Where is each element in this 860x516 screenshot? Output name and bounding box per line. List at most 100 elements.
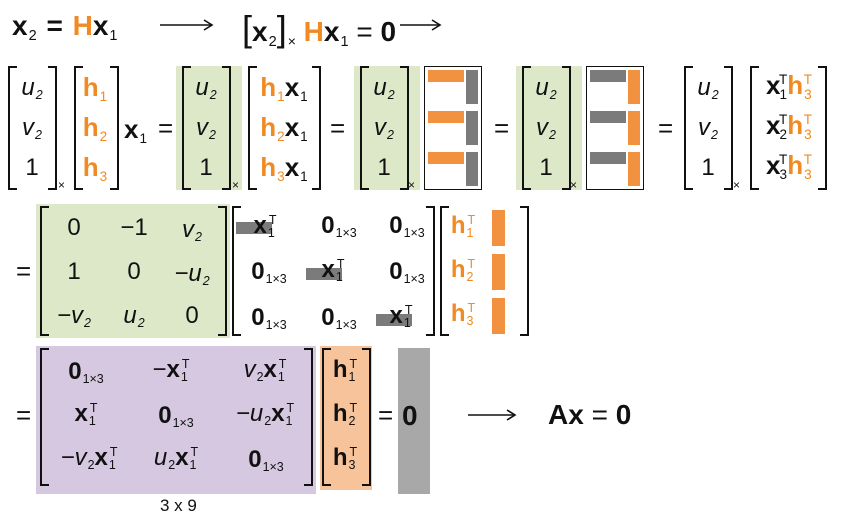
a33: 01×3: [248, 446, 284, 475]
m23: −u2: [174, 260, 210, 289]
bracket-left: [322, 348, 331, 486]
gray-bar: [306, 268, 342, 280]
v2: v2: [22, 114, 42, 143]
cross-sub: ×: [733, 178, 741, 192]
a13: v2x1T: [243, 356, 287, 385]
orange-bar: [492, 254, 505, 290]
zero-1x3: 01×3: [389, 212, 425, 241]
h1t: h1T: [332, 356, 358, 385]
bracket-right: [400, 66, 409, 190]
bracket-right: [562, 66, 571, 190]
bracket-right: [362, 348, 371, 486]
cross-sub: ×: [58, 178, 66, 192]
orange-bar: [628, 70, 640, 104]
orange-bar: [492, 210, 505, 246]
x2t-h3t: x2Th3T: [766, 110, 812, 142]
a32: u2x1T: [153, 444, 199, 473]
bracket-right: [818, 66, 827, 190]
orange-bar: [428, 70, 464, 82]
eq-cross-x2-hx1: [x2]× Hx1 = 0: [242, 8, 397, 51]
zero-1x3: 01×3: [389, 258, 425, 287]
bracket-right: [724, 66, 733, 190]
u2: u2: [373, 74, 395, 103]
h1t: h1T: [450, 212, 476, 241]
equals: =: [16, 256, 32, 286]
equals: =: [16, 400, 32, 430]
equals: =: [494, 113, 510, 143]
zero-1x3: 01×3: [321, 304, 357, 333]
m31: −v2: [57, 302, 91, 331]
u2: u2: [535, 74, 557, 103]
v2: v2: [536, 114, 556, 143]
gray-bar: [466, 70, 478, 104]
cross-sub: ×: [408, 178, 416, 192]
gray-bar: [590, 152, 626, 164]
gray-bar: [236, 222, 272, 234]
bracket-right: [222, 66, 231, 190]
bracket-left: [182, 66, 191, 190]
bracket-left: [248, 66, 257, 190]
h3t: h3T: [450, 300, 476, 329]
bracket-right: [426, 206, 435, 336]
m12: −1: [120, 214, 148, 241]
bracket-left: [232, 206, 241, 336]
u2: u2: [697, 74, 719, 103]
gray-bar: [590, 111, 626, 123]
equals: =: [378, 400, 394, 430]
ax-eq-zero: Ax = 0: [548, 399, 632, 430]
a23: −u2x1T: [235, 400, 295, 429]
a22: 01×3: [158, 402, 194, 431]
orange-bar: [628, 111, 640, 145]
cross-sub: ×: [232, 178, 240, 192]
bracket-right: [312, 66, 321, 190]
zero: 0: [402, 400, 418, 431]
one: 1: [539, 154, 553, 181]
eq-x2-hx1: x2 = Hx1: [12, 10, 118, 45]
gray-zero-block: [398, 348, 430, 494]
h3: h3: [82, 152, 108, 184]
h2: h2: [82, 112, 108, 144]
v2: v2: [196, 114, 216, 143]
v2: v2: [698, 114, 718, 143]
bracket-left: [40, 348, 49, 486]
h2t: h2T: [450, 256, 476, 285]
bracket-left: [8, 66, 17, 190]
one: 1: [199, 154, 213, 181]
m11: 0: [67, 214, 81, 241]
x1t: x1T: [321, 256, 345, 285]
bracket-left: [750, 66, 759, 190]
orange-bar: [428, 152, 464, 164]
green-highlight: [36, 204, 230, 338]
a12: −x1T: [152, 356, 190, 385]
bracket-left: [40, 206, 49, 336]
one: 1: [701, 154, 715, 181]
gray-bar: [466, 111, 478, 145]
h3x1: h3x1: [260, 152, 308, 184]
gray-bar: [590, 70, 626, 82]
bracket-left: [522, 66, 531, 190]
m13: v2: [182, 216, 202, 245]
u2: u2: [21, 74, 43, 103]
a31: −v2x1T: [60, 444, 118, 473]
x1t: x1T: [253, 212, 277, 241]
green-highlight: [176, 66, 242, 190]
h2t: h2T: [332, 400, 358, 429]
bracket-right: [304, 348, 313, 486]
gray-bar: [466, 152, 478, 186]
peach-highlight: [320, 346, 372, 490]
u2: u2: [195, 74, 217, 103]
m22: 0: [127, 258, 141, 285]
m32: u2: [123, 302, 145, 331]
m21: 1: [67, 258, 81, 285]
bracket-left: [360, 66, 369, 190]
dim-label: 3 x 9: [160, 496, 197, 515]
x1t: x1T: [389, 302, 413, 331]
orange-bar: [628, 152, 640, 186]
bracket-left: [74, 66, 83, 190]
zero-1x3: 01×3: [251, 304, 287, 333]
bracket-right: [218, 206, 227, 336]
bracket-left: [440, 206, 449, 336]
equals: =: [330, 113, 346, 143]
x3t-h3t: x3Th3T: [766, 150, 812, 182]
orange-bar: [428, 111, 464, 123]
